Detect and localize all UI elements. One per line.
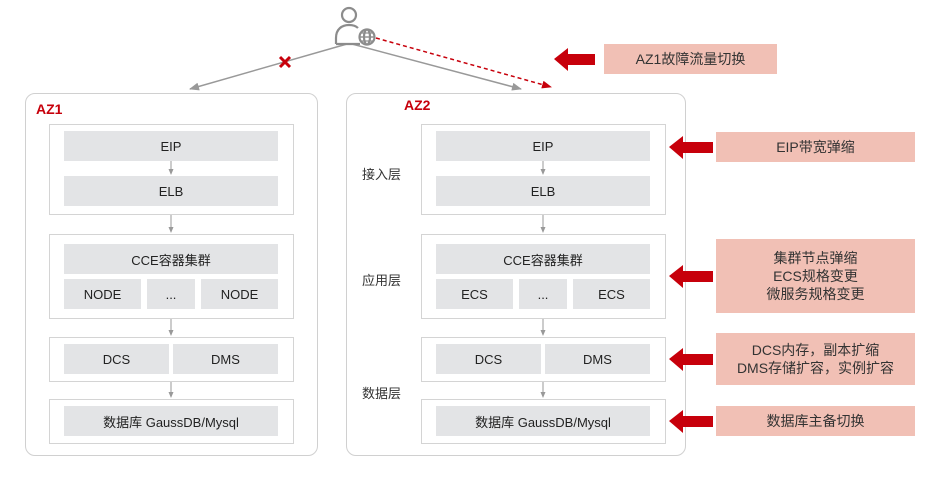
az1-node: NODE xyxy=(201,279,278,309)
layer-label-data: 数据层 xyxy=(362,386,402,401)
az2-ecs-ellipsis: ... xyxy=(519,279,567,309)
note-eip: EIP带宽弹缩 xyxy=(716,132,915,162)
red-arrow-icon xyxy=(554,48,595,71)
az1-dcs: DCS xyxy=(64,344,169,374)
note-database: 数据库主备切换 xyxy=(716,406,915,436)
close-x-icon xyxy=(278,55,292,69)
az1-elb: ELB xyxy=(64,176,278,206)
note-app-line: 微服务规格变更 xyxy=(766,286,865,302)
user-globe-icon xyxy=(334,6,376,46)
az2-elb: ELB xyxy=(436,176,650,206)
layer-label-access: 接入层 xyxy=(362,167,402,182)
link-user-to-az2 xyxy=(351,43,522,91)
note-middleware-line: DMS存储扩容，实例扩容 xyxy=(736,360,895,376)
link-user-to-az1 xyxy=(189,43,348,91)
az1-node: NODE xyxy=(64,279,141,309)
az1-database: 数据库 GaussDB/Mysql xyxy=(64,406,278,436)
az1-eip: EIP xyxy=(64,131,278,161)
az2-label: AZ2 xyxy=(404,97,431,113)
az1-dms: DMS xyxy=(173,344,278,374)
az2-eip: EIP xyxy=(436,131,650,161)
note-app-line: ECS规格变更 xyxy=(773,268,858,284)
failover-dashed-link xyxy=(375,37,552,89)
az1-cce-cluster: CCE容器集群 xyxy=(64,244,278,274)
az2-database: 数据库 GaussDB/Mysql xyxy=(436,406,650,436)
red-arrow-icon xyxy=(669,136,713,159)
az2-ecs: ECS xyxy=(436,279,513,309)
note-app: 集群节点弹缩 ECS规格变更 微服务规格变更 xyxy=(716,239,915,313)
az1-node-ellipsis: ... xyxy=(147,279,195,309)
note-middleware-line: DCS内存，副本扩缩 xyxy=(751,342,880,358)
az2-dcs: DCS xyxy=(436,344,541,374)
red-arrow-icon xyxy=(669,410,713,433)
az1-label: AZ1 xyxy=(36,101,63,117)
note-failover: AZ1故障流量切换 xyxy=(604,44,777,74)
note-eip-text: EIP带宽弹缩 xyxy=(776,139,855,155)
layer-label-app: 应用层 xyxy=(362,273,402,288)
note-middleware: DCS内存，副本扩缩 DMS存储扩容，实例扩容 xyxy=(716,333,915,385)
note-app-line: 集群节点弹缩 xyxy=(773,250,858,266)
az2-dms: DMS xyxy=(545,344,650,374)
az2-cce-cluster: CCE容器集群 xyxy=(436,244,650,274)
red-arrow-icon xyxy=(669,265,713,288)
red-arrow-icon xyxy=(669,348,713,371)
az2-ecs: ECS xyxy=(573,279,650,309)
note-database-text: 数据库主备切换 xyxy=(766,413,865,429)
note-failover-text: AZ1故障流量切换 xyxy=(635,51,746,67)
